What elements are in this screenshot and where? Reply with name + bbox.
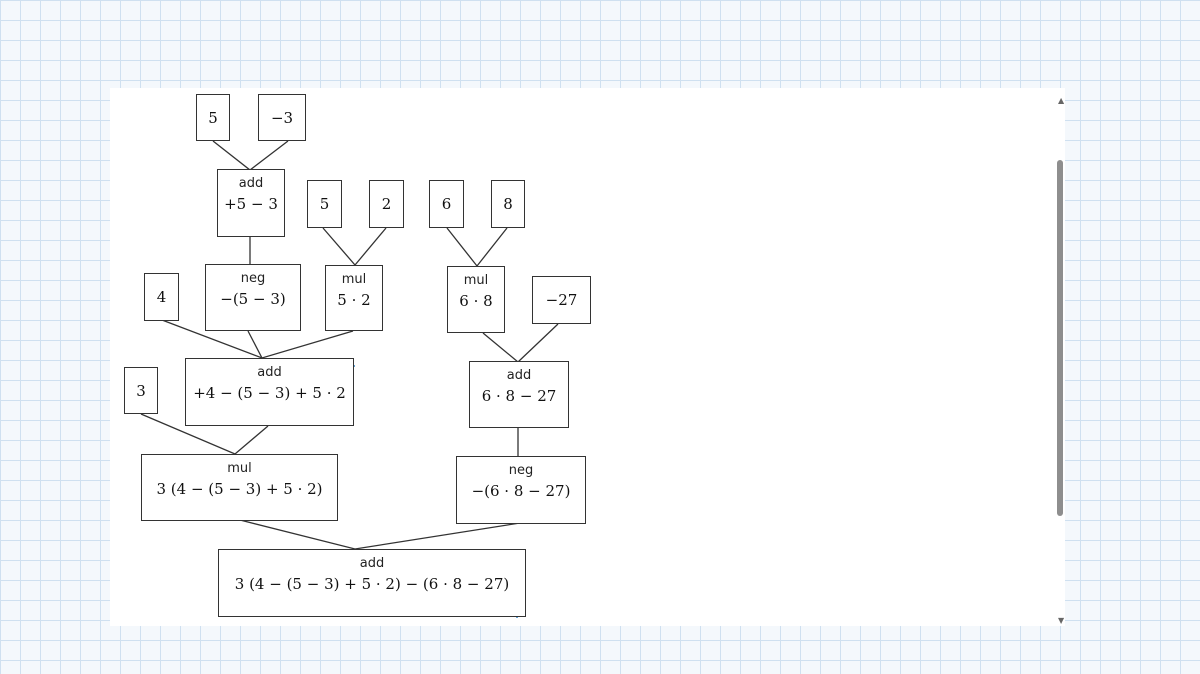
leaf-6: 6: [429, 180, 464, 228]
leaf-5-a: 5: [196, 94, 230, 141]
edge-6-8-to-mul: [446, 227, 508, 268]
node-mul-2: mul 6 · 8: [447, 266, 505, 333]
node-neg-2: neg −(6 · 8 − 27): [456, 456, 586, 524]
vertical-scrollbar-thumb[interactable]: [1057, 160, 1063, 516]
leaf-neg-27: −27: [532, 276, 591, 324]
leaf-4: 4: [144, 273, 179, 321]
edge-5-3-to-add: [212, 140, 289, 171]
leaf-neg-3: −3: [258, 94, 306, 141]
node-mul-1: mul 5 · 2: [325, 265, 383, 331]
edge-mul-neg-to-root: [239, 519, 521, 550]
leaf-8: 8: [491, 180, 525, 228]
edge-neg-to-add: [247, 330, 263, 359]
leaf-2: 2: [369, 180, 404, 228]
node-add-2: add +4 − (5 − 3) + 5 · 2: [185, 358, 354, 426]
leaf-3: 3: [124, 367, 158, 414]
node-mul-3: mul 3 (4 − (5 − 3) + 5 · 2): [141, 454, 338, 521]
leaf-5-b: 5: [307, 180, 342, 228]
scroll-down-arrow-icon[interactable]: ▼: [1058, 616, 1065, 625]
edge-5-2-to-mul: [322, 227, 387, 267]
node-add-3: add 6 · 8 − 27: [469, 361, 569, 428]
node-neg-1: neg −(5 − 3): [205, 264, 301, 331]
scroll-up-arrow-icon[interactable]: ▲: [1058, 96, 1065, 105]
node-add-1: add +5 − 3: [217, 169, 285, 237]
node-root-add: add 3 (4 − (5 − 3) + 5 · 2) − (6 · 8 − 2…: [218, 549, 526, 617]
